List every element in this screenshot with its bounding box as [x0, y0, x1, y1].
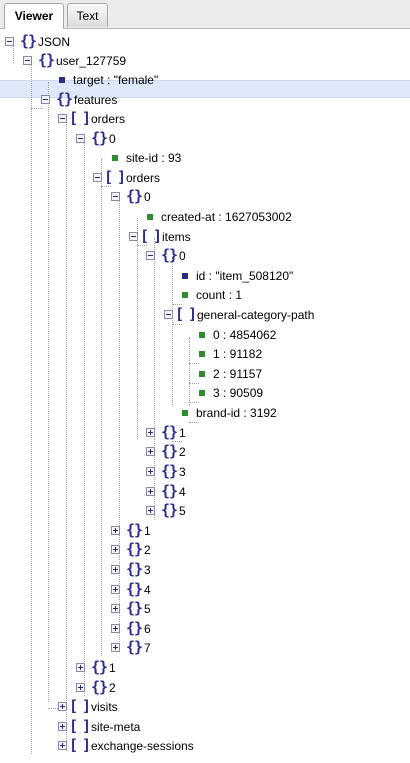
number-bullet-icon	[199, 371, 205, 377]
expand-icon[interactable]	[146, 487, 155, 496]
object-icon: {}	[90, 658, 108, 676]
collapse-icon[interactable]	[164, 310, 173, 319]
object-icon: {}	[160, 462, 178, 480]
array-icon: []	[69, 697, 96, 715]
object-icon: {}	[125, 599, 143, 617]
number-bullet-icon	[199, 351, 205, 357]
number-bullet-icon	[147, 214, 153, 220]
object-icon: {}	[90, 678, 108, 696]
number-bullet-icon	[182, 292, 188, 298]
array-icon: []	[69, 736, 96, 754]
collapse-icon[interactable]	[93, 173, 102, 182]
expand-icon[interactable]	[111, 624, 120, 633]
collapse-icon[interactable]	[23, 56, 32, 65]
number-bullet-icon	[112, 155, 118, 161]
expand-icon[interactable]	[146, 467, 155, 476]
expand-icon[interactable]	[111, 526, 120, 535]
collapse-icon[interactable]	[146, 251, 155, 260]
json-tree: {} JSON {} user_127759 target : "female"…	[0, 28, 410, 763]
collapse-icon[interactable]	[76, 134, 85, 143]
expand-icon[interactable]	[111, 643, 120, 652]
tab-viewer[interactable]: Viewer	[4, 3, 64, 29]
object-icon: {}	[160, 423, 178, 441]
expand-icon[interactable]	[76, 663, 85, 672]
expand-icon[interactable]	[146, 428, 155, 437]
string-bullet-icon	[59, 77, 65, 83]
array-icon: []	[175, 305, 202, 323]
expand-icon[interactable]	[76, 683, 85, 692]
collapse-icon[interactable]	[5, 37, 14, 46]
number-bullet-icon	[199, 332, 205, 338]
tab-text[interactable]: Text	[67, 3, 108, 27]
object-icon: {}	[55, 90, 73, 108]
object-icon: {}	[125, 521, 143, 539]
object-icon: {}	[160, 501, 178, 519]
array-icon: []	[69, 717, 96, 735]
object-icon: {}	[160, 442, 178, 460]
object-icon: {}	[90, 129, 108, 147]
number-bullet-icon	[182, 410, 188, 416]
number-bullet-icon	[199, 390, 205, 396]
expand-icon[interactable]	[58, 741, 67, 750]
expand-icon[interactable]	[111, 545, 120, 554]
object-icon: {}	[125, 580, 143, 598]
object-icon: {}	[125, 638, 143, 656]
selected-row-highlight	[0, 80, 410, 98]
collapse-icon[interactable]	[58, 114, 67, 123]
collapse-icon[interactable]	[111, 192, 120, 201]
expand-icon[interactable]	[111, 604, 120, 613]
object-icon: {}	[125, 560, 143, 578]
string-bullet-icon	[182, 273, 188, 279]
collapse-icon[interactable]	[41, 95, 50, 104]
object-icon: {}	[125, 540, 143, 558]
collapse-icon[interactable]	[129, 232, 138, 241]
array-icon: []	[104, 168, 131, 186]
object-icon: {}	[125, 619, 143, 637]
array-icon: []	[69, 109, 96, 127]
object-icon: {}	[160, 482, 178, 500]
object-icon: {}	[160, 246, 178, 264]
object-icon: {}	[19, 32, 37, 50]
expand-icon[interactable]	[111, 565, 120, 574]
expand-icon[interactable]	[111, 585, 120, 594]
object-icon: {}	[37, 51, 55, 69]
object-icon: {}	[125, 187, 143, 205]
array-icon: []	[140, 227, 167, 245]
tab-bar: Viewer Text	[0, 0, 410, 29]
expand-icon[interactable]	[58, 722, 67, 731]
expand-icon[interactable]	[146, 506, 155, 515]
expand-icon[interactable]	[58, 702, 67, 711]
expand-icon[interactable]	[146, 447, 155, 456]
